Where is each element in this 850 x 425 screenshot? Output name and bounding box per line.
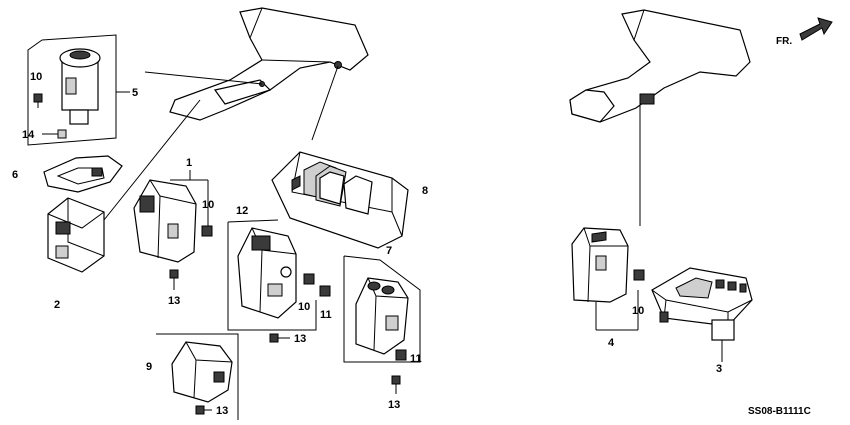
callout-8: 8 xyxy=(422,185,428,197)
callout-2: 2 xyxy=(54,299,60,311)
screw-10-c xyxy=(303,273,315,285)
screw-11-b xyxy=(395,349,407,361)
callout-4: 4 xyxy=(608,337,615,349)
fr-label: FR. xyxy=(776,36,792,47)
part-8-bezel xyxy=(271,151,409,249)
callout-6: 6 xyxy=(12,169,18,181)
part-5-switch xyxy=(27,34,130,146)
center-console-right xyxy=(569,9,751,123)
leader-5-console xyxy=(144,71,263,85)
screw-14 xyxy=(42,129,67,139)
callout-13-d: 13 xyxy=(216,405,228,417)
screw-13-c xyxy=(391,375,401,394)
callout-13-a: 13 xyxy=(168,295,180,307)
diagram-code: SS08-B1111C xyxy=(748,406,811,417)
part-12-switch xyxy=(227,219,317,331)
callout-11-a: 11 xyxy=(320,309,332,321)
center-console-left xyxy=(169,7,369,121)
screw-13-b xyxy=(269,333,290,343)
front-direction-marker xyxy=(799,17,833,41)
callout-14: 14 xyxy=(22,129,35,141)
part-7-switch xyxy=(343,255,421,363)
callout-10-d: 10 xyxy=(632,305,644,317)
callout-12: 12 xyxy=(236,205,248,217)
screw-10-d xyxy=(633,269,645,281)
callout-3: 3 xyxy=(716,363,722,375)
screw-13-d xyxy=(195,405,212,415)
part-6-bezel xyxy=(43,155,123,193)
part-2-switch xyxy=(47,197,105,273)
leader-2-console xyxy=(103,99,201,221)
screw-10-a xyxy=(33,93,43,108)
screw-10-b xyxy=(201,225,213,237)
part-9-switch xyxy=(156,333,239,420)
part-4-switch xyxy=(571,227,639,331)
part-3-switch xyxy=(651,267,753,362)
callout-5: 5 xyxy=(132,87,138,99)
callout-13-b: 13 xyxy=(294,333,306,345)
callout-11-b: 11 xyxy=(410,353,422,365)
screw-11-a xyxy=(319,285,331,297)
callout-9: 9 xyxy=(146,361,152,373)
callout-10-a: 10 xyxy=(30,71,42,83)
callout-10-b: 10 xyxy=(202,199,214,211)
callout-7: 7 xyxy=(386,245,392,257)
callout-1: 1 xyxy=(186,157,192,169)
screw-13-a xyxy=(169,269,179,290)
callout-13-c: 13 xyxy=(388,399,400,411)
callout-10-c: 10 xyxy=(298,301,310,313)
part-1-switch xyxy=(133,170,209,263)
leader-8-console xyxy=(311,65,339,141)
